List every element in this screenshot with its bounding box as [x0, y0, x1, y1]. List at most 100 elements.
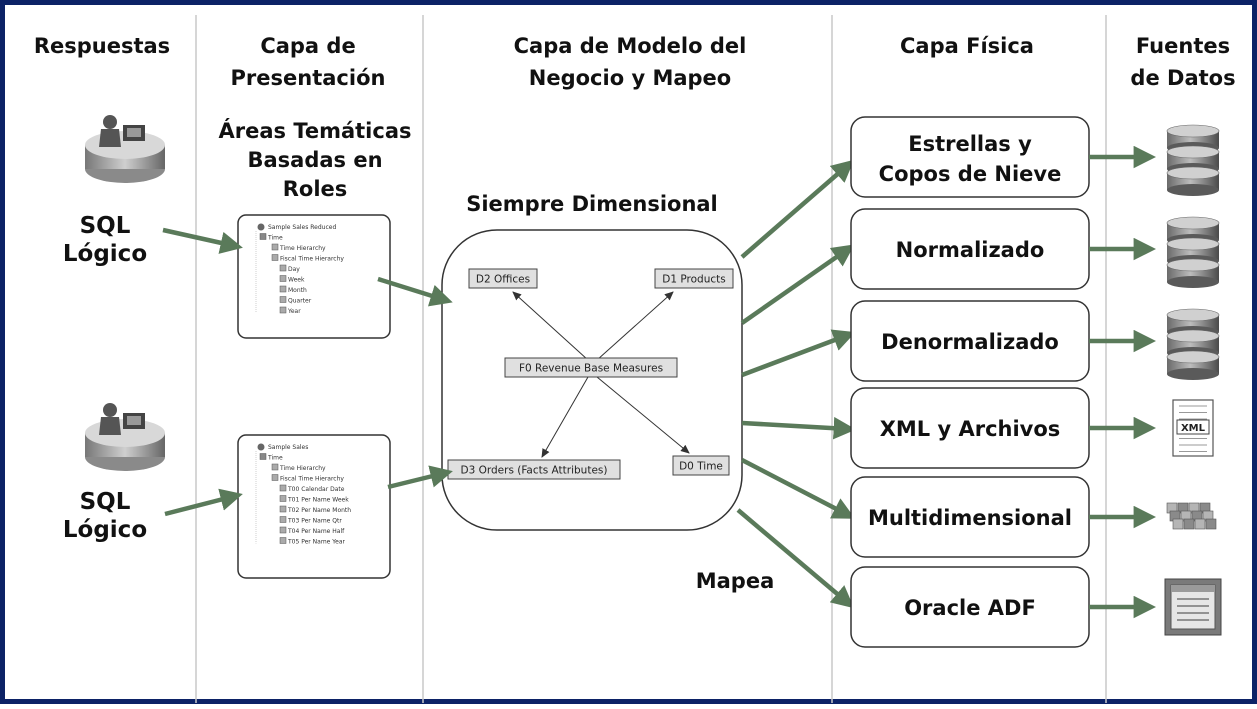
physical-box-5: Oracle ADF: [850, 566, 1222, 648]
physical-layer: Estrellas y Copos de NieveNormalizadoDeno…: [850, 116, 1222, 648]
physical-box-label: Normalizado: [896, 238, 1045, 262]
physical-box-2: Denormalizado: [850, 300, 1220, 382]
tree-item-label: Month: [288, 287, 307, 294]
hierarchy-icon: [271, 463, 279, 471]
header-fuentes-line2: de Datos: [1130, 66, 1235, 90]
tree-item-label: Time Hierarchy: [279, 465, 326, 472]
tree-item-label: T00 Calendar Date: [287, 486, 345, 493]
tree-item-label: Week: [288, 277, 305, 284]
physical-box-0: Estrellas y Copos de Nieve: [850, 116, 1220, 198]
mapea-label: Mapea: [696, 569, 775, 593]
node-d0-time: [672, 455, 730, 476]
column-icon: [279, 516, 287, 523]
tree-root-label: Sample Sales Reduced: [268, 224, 336, 231]
tree-item-label: T02 Per Name Month: [287, 507, 351, 514]
tree-item-label: Fiscal Time Hierarchy: [280, 256, 344, 263]
tree-item-label: Time: [267, 455, 283, 462]
person-at-desk-icon: [85, 115, 165, 183]
column-dividers: [195, 15, 1107, 703]
node-f0-label: F0 Revenue Base Measures: [519, 363, 663, 375]
header-respuestas: Respuestas: [34, 34, 170, 58]
siempre-dimensional-label: Siempre Dimensional: [466, 192, 718, 216]
node-d2-offices: [468, 268, 538, 289]
node-d2-label: D2 Offices: [476, 274, 530, 286]
link-f0-d0: [596, 376, 690, 454]
arrow-model-to-xml: [741, 416, 857, 440]
hierarchy-icon: [271, 474, 279, 481]
sql-bottom-line2: Lógico: [63, 517, 147, 543]
table-icon: [259, 453, 267, 460]
xml-file-icon: XML: [1172, 399, 1214, 457]
arrow-tree-top-to-model: [377, 276, 453, 307]
link-f0-d2: [512, 291, 589, 361]
arrow-model-to-multidimensional: [740, 458, 856, 519]
adf-window-icon: [1164, 578, 1222, 636]
tree-root-label: Sample Sales: [268, 444, 308, 451]
column-icon: [279, 306, 287, 314]
tree-item-label: Fiscal Time Hierarchy: [280, 476, 344, 483]
physical-box-label: Denormalizado: [881, 330, 1059, 354]
column-icon: [279, 285, 287, 293]
tree-item-label: Year: [287, 308, 301, 315]
arrow-model-to-denormalizado: [741, 329, 856, 378]
header-fuentes-line1: Fuentes: [1136, 34, 1230, 58]
physical-box-label: Oracle ADF: [904, 596, 1036, 620]
areas-tematicas-line2: Basadas en: [247, 148, 382, 172]
column-icon: [279, 505, 287, 513]
node-d1-label: D1 Products: [662, 274, 725, 286]
column-icon: [279, 264, 287, 272]
physical-box-label: Estrellas y: [908, 132, 1032, 156]
physical-box-3: XML y Archivos XML: [850, 387, 1214, 469]
physical-box-label: Multidimensional: [868, 506, 1072, 530]
header-presentacion-line1: Capa de: [260, 34, 355, 58]
database-icon: [1166, 216, 1220, 288]
link-f0-d1: [596, 291, 674, 361]
sql-bottom-line1: SQL: [80, 489, 131, 515]
flow-arrows: [162, 159, 857, 609]
tree-item-label: T03 Per Name Qtr: [287, 518, 342, 525]
person-at-desk-icon: [85, 403, 165, 471]
architecture-diagram: Respuestas Capa de Presentación Capa de …: [34, 15, 1236, 703]
areas-tematicas-line1: Áreas Temáticas: [218, 118, 411, 143]
physical-box-label: XML y Archivos: [880, 417, 1061, 441]
physical-box-1: Normalizado: [850, 208, 1220, 290]
physical-box-label: Copos de Nieve: [879, 162, 1062, 186]
link-f0-d3: [541, 376, 589, 458]
column-icon: [279, 537, 287, 544]
tree-item-label: Time: [267, 235, 283, 242]
arrow-model-to-estrellas: [740, 159, 855, 259]
hierarchy-icon: [271, 254, 279, 261]
business-model-box: D2 Offices D1 Products F0 Revenue Base M…: [441, 229, 743, 531]
database-icon: [1166, 308, 1220, 380]
column-icon: [279, 495, 287, 502]
node-f0-revenue: [504, 357, 678, 378]
sql-top-line1: SQL: [80, 213, 131, 239]
subject-area-icon: [257, 443, 265, 451]
sql-top-line2: Lógico: [63, 241, 147, 267]
node-d0-label: D0 Time: [679, 461, 723, 473]
arrow-sql-to-tree-top: [162, 227, 243, 254]
cube-icon: [1166, 502, 1217, 530]
column-icon: [279, 275, 287, 282]
arrow-sql-to-tree-bottom: [164, 488, 243, 517]
table-icon: [259, 233, 267, 240]
arrow-model-to-normalizado: [740, 244, 855, 325]
column-headers: Respuestas Capa de Presentación Capa de …: [34, 34, 1236, 90]
column-icon: [279, 526, 287, 534]
tree-item-label: Quarter: [288, 298, 312, 305]
database-icon: [1166, 124, 1220, 196]
arrow-tree-bottom-to-model: [387, 465, 453, 490]
physical-box-4: Multidimensional: [850, 476, 1217, 558]
node-d1-products: [654, 268, 734, 289]
tree-item-label: Day: [288, 266, 300, 273]
node-d3-label: D3 Orders (Facts Attributes): [461, 465, 608, 477]
tree-item-label: T05 Per Name Year: [287, 539, 346, 546]
hierarchy-icon: [271, 243, 279, 251]
tree-item-label: T01 Per Name Week: [287, 497, 349, 504]
subject-area-icon: [257, 223, 265, 231]
header-fisica: Capa Física: [900, 34, 1034, 58]
areas-tematicas-line3: Roles: [283, 177, 348, 201]
column-icon: [279, 296, 287, 303]
